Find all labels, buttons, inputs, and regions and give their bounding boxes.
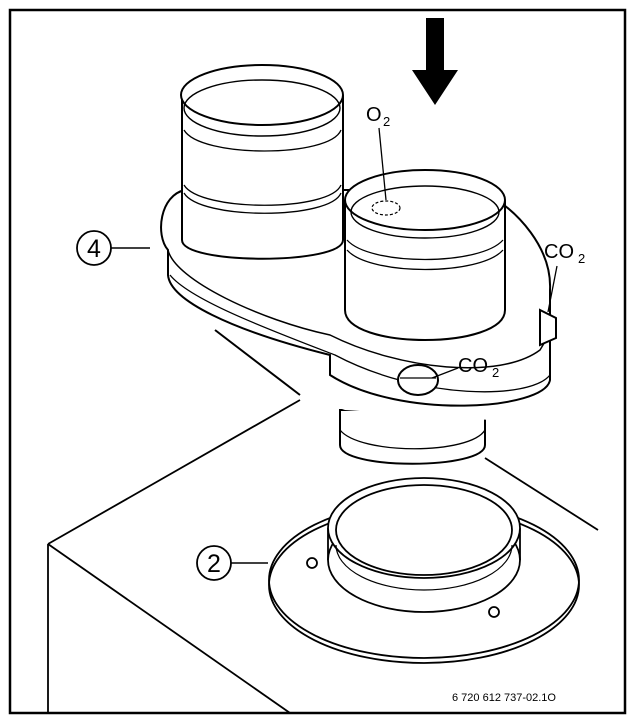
callout-4-number: 4 [87,235,101,263]
boiler-housing [47,399,599,714]
document-code: 6 720 612 737-02.1O [452,692,556,704]
svg-text:O: O [366,104,382,126]
svg-text:2: 2 [578,251,585,266]
svg-text:2: 2 [492,365,499,380]
insertion-arrow [412,18,458,105]
diagram-frame [8,8,627,715]
svg-text:2: 2 [383,114,390,129]
callout-2: 2 [196,545,268,581]
svg-text:CO: CO [544,241,574,263]
o2-label: O 2 [366,104,390,201]
co2-front-label: CO 2 [431,355,499,380]
co2-side-label: CO 2 [544,241,585,313]
svg-text:CO: CO [458,355,488,377]
flue-adapter [160,64,557,465]
flue-flange [268,477,580,664]
callout-2-number: 2 [207,550,221,578]
callout-4: 4 [76,230,150,266]
